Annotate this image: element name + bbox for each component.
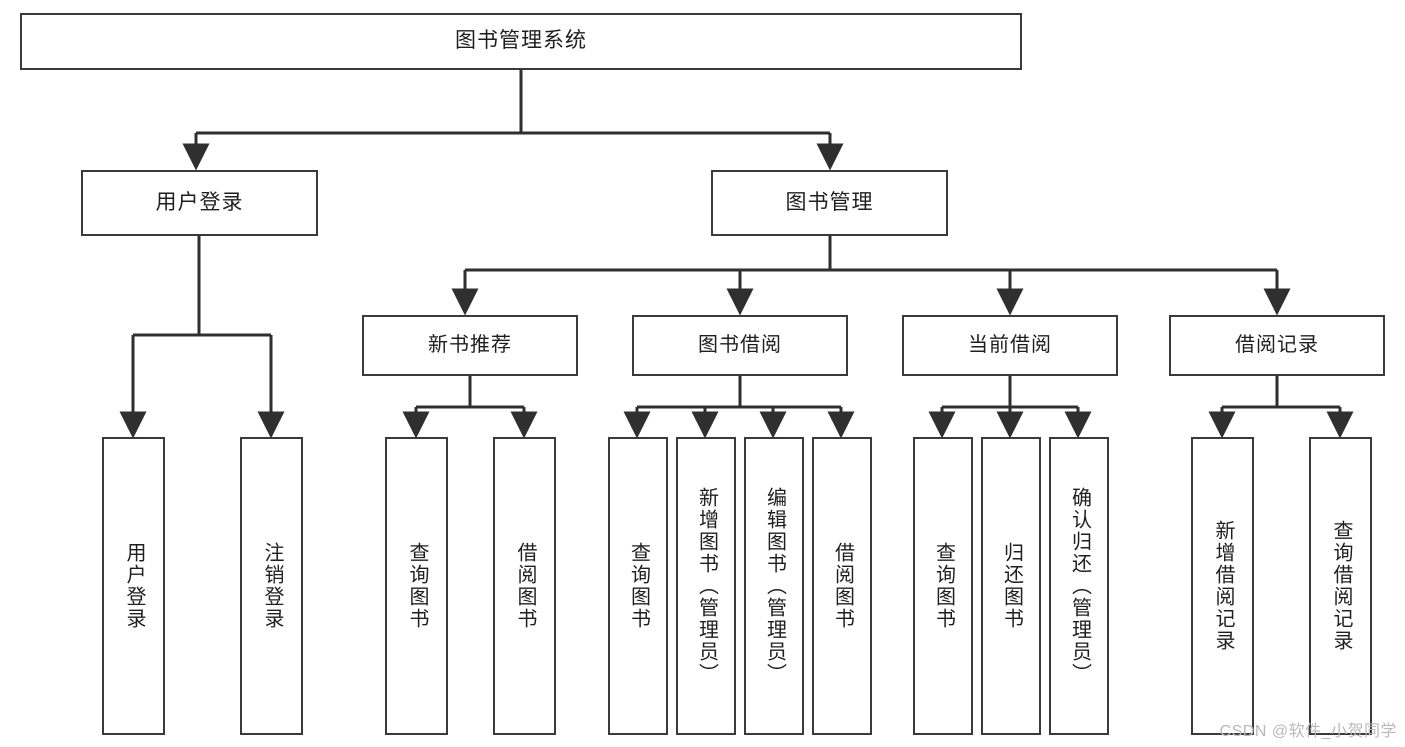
node-label: 查询图书: [932, 542, 955, 630]
leaf-book-borrow-add[interactable]: 新增图书（管理员）: [676, 437, 736, 735]
leaf-user-login-login[interactable]: 用户登录: [102, 437, 165, 735]
node-book-management-system[interactable]: 图书管理系统: [20, 13, 1022, 70]
leaf-current-borrow-query[interactable]: 查询图书: [913, 437, 973, 735]
node-label: 归还图书: [1000, 542, 1023, 630]
leaf-borrow-record-add[interactable]: 新增借阅记录: [1191, 437, 1254, 735]
node-label: 查询借阅记录: [1330, 520, 1352, 652]
node-label: 图书管理系统: [455, 29, 587, 53]
node-label: 编辑图书（管理员）: [763, 487, 786, 685]
node-borrow-record[interactable]: 借阅记录: [1169, 315, 1385, 376]
node-book-borrow[interactable]: 图书借阅: [632, 315, 848, 376]
csdn-watermark: CSDN @软件_小贺同学: [1219, 723, 1397, 740]
node-label: 新书推荐: [428, 334, 512, 356]
leaf-book-borrow-borrow[interactable]: 借阅图书: [812, 437, 872, 735]
node-label: 新增借阅记录: [1212, 520, 1234, 652]
node-new-book-recommend[interactable]: 新书推荐: [362, 315, 578, 376]
leaf-borrow-record-query[interactable]: 查询借阅记录: [1309, 437, 1372, 735]
leaf-book-borrow-edit[interactable]: 编辑图书（管理员）: [744, 437, 804, 735]
node-user-login[interactable]: 用户登录: [81, 170, 318, 236]
node-label: 用户登录: [155, 190, 244, 214]
leaf-current-borrow-confirm[interactable]: 确认归还（管理员）: [1049, 437, 1109, 735]
node-label: 图书管理: [785, 190, 874, 214]
node-label: 查询图书: [406, 542, 428, 630]
node-label: 借阅图书: [514, 542, 536, 630]
node-label: 用户登录: [123, 542, 145, 630]
node-label: 新增图书（管理员）: [695, 487, 718, 685]
leaf-book-borrow-query[interactable]: 查询图书: [608, 437, 668, 735]
node-label: 确认归还（管理员）: [1068, 487, 1091, 685]
leaf-new-book-borrow[interactable]: 借阅图书: [493, 437, 556, 735]
leaf-new-book-query[interactable]: 查询图书: [385, 437, 448, 735]
node-label: 图书借阅: [698, 334, 782, 356]
leaf-user-login-logout[interactable]: 注销登录: [240, 437, 303, 735]
node-label: 借阅图书: [831, 542, 854, 630]
node-label: 借阅记录: [1235, 334, 1319, 356]
node-current-borrow[interactable]: 当前借阅: [902, 315, 1118, 376]
node-book-management[interactable]: 图书管理: [711, 170, 948, 236]
node-label: 注销登录: [261, 542, 283, 630]
node-label: 查询图书: [627, 542, 650, 630]
node-label: 当前借阅: [968, 334, 1052, 356]
leaf-current-borrow-return[interactable]: 归还图书: [981, 437, 1041, 735]
